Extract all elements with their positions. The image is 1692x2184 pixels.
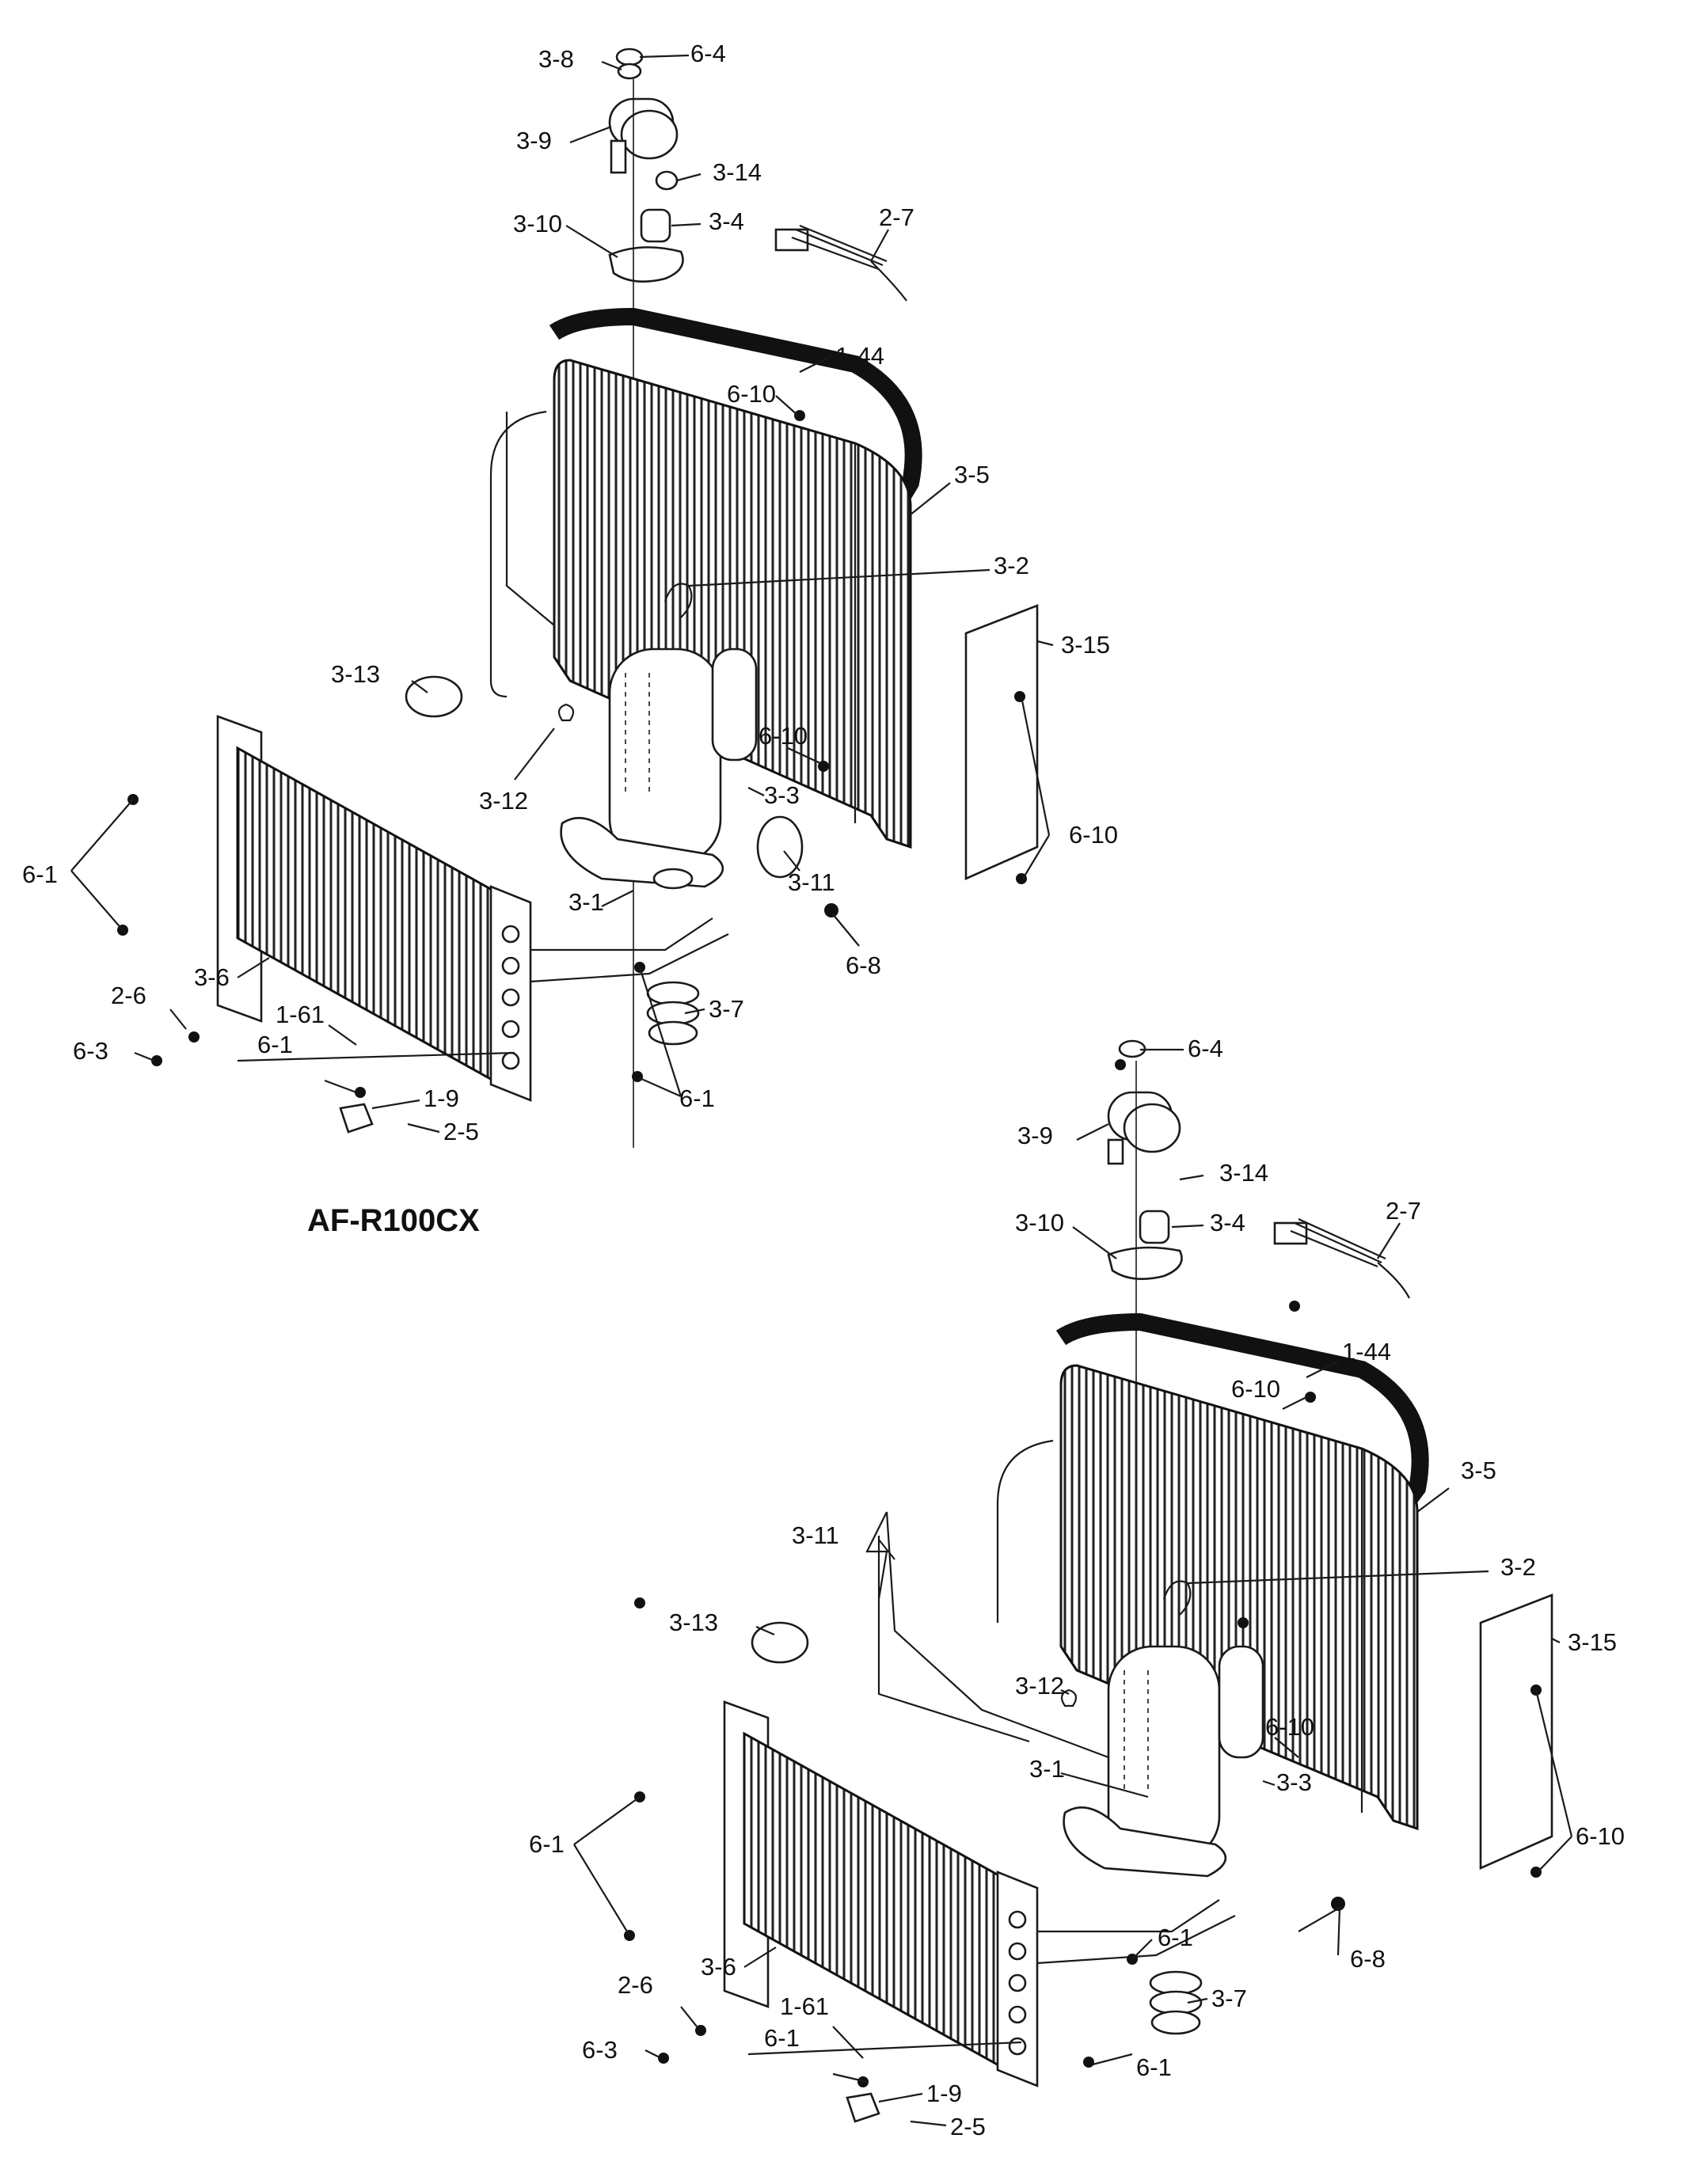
- condenser-coil-wrap-lower: [1059, 1364, 1419, 1831]
- seal-strip-upper: [549, 307, 922, 527]
- label-2-5: 2-5: [950, 2113, 986, 2140]
- label-2-6: 2-6: [111, 982, 146, 1009]
- label-2-7: 2-7: [1386, 1197, 1421, 1225]
- label-6-8: 6-8: [846, 951, 881, 979]
- label-3-4: 3-4: [709, 207, 744, 235]
- label-3-7: 3-7: [709, 995, 744, 1023]
- label-3-11: 3-11: [788, 868, 835, 896]
- lower-assembly: [624, 1039, 1553, 2123]
- accumulator-upper: [711, 648, 758, 762]
- upper-assembly: [117, 47, 1039, 1148]
- label-3-13: 3-13: [669, 1609, 718, 1636]
- wire-harness-upper: [774, 224, 907, 302]
- label-3-1: 3-1: [568, 888, 604, 916]
- label-3-15: 3-15: [1568, 1628, 1617, 1656]
- label-1-61: 1-61: [276, 1001, 325, 1028]
- capillary-coil-upper: [756, 815, 804, 879]
- front-condenser-lower: [723, 1700, 1236, 2087]
- label-3-5: 3-5: [954, 461, 990, 488]
- label-3-3: 3-3: [764, 781, 800, 809]
- label-3-3: 3-3: [1276, 1768, 1312, 1796]
- label-3-4: 3-4: [1210, 1209, 1245, 1236]
- leader-lines: [70, 54, 1573, 2127]
- seal-strip-lower: [1055, 1312, 1429, 1525]
- condenser-coil-wrap-upper: [553, 359, 912, 849]
- label-3-5: 3-5: [1461, 1457, 1496, 1484]
- label-3-14: 3-14: [713, 158, 762, 186]
- foot-lower: [1149, 1970, 1203, 2035]
- label-2-7: 2-7: [879, 203, 914, 231]
- label-3-2: 3-2: [994, 552, 1029, 579]
- bracket-upper: [339, 1103, 374, 1134]
- label-3-10: 3-10: [513, 210, 562, 237]
- label-3-12: 3-12: [479, 787, 528, 815]
- side-panel-upper: [964, 604, 1039, 881]
- label-3-1: 3-1: [1029, 1755, 1065, 1783]
- bracket-lower: [846, 2092, 880, 2123]
- label-6-3: 6-3: [73, 1037, 108, 1065]
- label-6-3: 6-3: [582, 2036, 618, 2064]
- label-1-9: 1-9: [424, 1084, 459, 1112]
- label-3-6: 3-6: [194, 963, 230, 991]
- label-6-10: 6-10: [727, 380, 776, 408]
- label-6-1: 6-1: [529, 1830, 565, 1858]
- label-3-8: 3-8: [538, 45, 574, 73]
- accumulator-lower: [1218, 1645, 1264, 1759]
- lower-part-labels: 6-4 3-9 3-14 3-10 3-4 2-7 1-44 6-10 3-5 …: [529, 1035, 1625, 2140]
- foot-upper: [646, 981, 700, 1046]
- label-2-5: 2-5: [443, 1118, 479, 1145]
- label-2-6: 2-6: [618, 1971, 653, 1999]
- label-1-44: 1-44: [835, 342, 884, 370]
- label-3-12: 3-12: [1015, 1672, 1064, 1700]
- label-3-2: 3-2: [1500, 1553, 1536, 1581]
- label-3-9: 3-9: [516, 127, 552, 154]
- upper-part-labels: 3-8 6-4 3-9 3-14 3-10 3-4 2-7 1-44 6-10 …: [22, 40, 1118, 1145]
- label-3-7: 3-7: [1211, 1985, 1247, 2012]
- label-3-13: 3-13: [331, 660, 380, 688]
- label-6-1c: 6-1: [679, 1084, 715, 1112]
- label-6-10c: 6-10: [1069, 821, 1118, 849]
- label-6-1: 6-1: [22, 860, 58, 888]
- label-6-4: 6-4: [690, 40, 726, 67]
- label-3-6: 3-6: [701, 1953, 736, 1981]
- compressor-upper: [560, 583, 724, 890]
- label-3-10: 3-10: [1015, 1209, 1064, 1236]
- side-panel-lower: [1479, 1593, 1553, 1871]
- label-3-11: 3-11: [792, 1521, 839, 1549]
- label-1-61: 1-61: [780, 1992, 829, 2020]
- wire-harness-lower: [1273, 1217, 1410, 1299]
- label-6-1b: 6-1: [257, 1031, 293, 1058]
- clip-3-12-lower: [1060, 1688, 1078, 1707]
- label-1-9: 1-9: [926, 2080, 962, 2107]
- label-3-14: 3-14: [1219, 1159, 1268, 1187]
- fan-motor-stack-upper: [608, 47, 684, 1148]
- label-6-10b: 6-10: [759, 722, 808, 750]
- label-1-44: 1-44: [1342, 1338, 1391, 1365]
- label-6-1d: 6-1: [1136, 2053, 1172, 2081]
- label-6-1c: 6-1: [764, 2024, 800, 2052]
- front-condenser-upper: [216, 715, 729, 1102]
- compressor-lower: [1063, 1580, 1227, 1878]
- label-6-10: 6-10: [1231, 1375, 1280, 1403]
- clip-3-12-upper: [557, 703, 575, 722]
- label-3-9: 3-9: [1017, 1122, 1053, 1149]
- label-6-10c: 6-10: [1576, 1822, 1625, 1850]
- label-3-15: 3-15: [1061, 631, 1110, 659]
- label-6-10b: 6-10: [1265, 1713, 1314, 1741]
- label-6-8: 6-8: [1350, 1945, 1386, 1973]
- label-6-1b: 6-1: [1158, 1924, 1193, 1951]
- suction-pipes-upper: [489, 410, 555, 698]
- cap-3-13-lower: [751, 1621, 809, 1664]
- label-6-4: 6-4: [1188, 1035, 1223, 1062]
- suction-pipes-lower: [865, 1439, 1173, 1783]
- model-title: AF-R100CX: [307, 1203, 480, 1238]
